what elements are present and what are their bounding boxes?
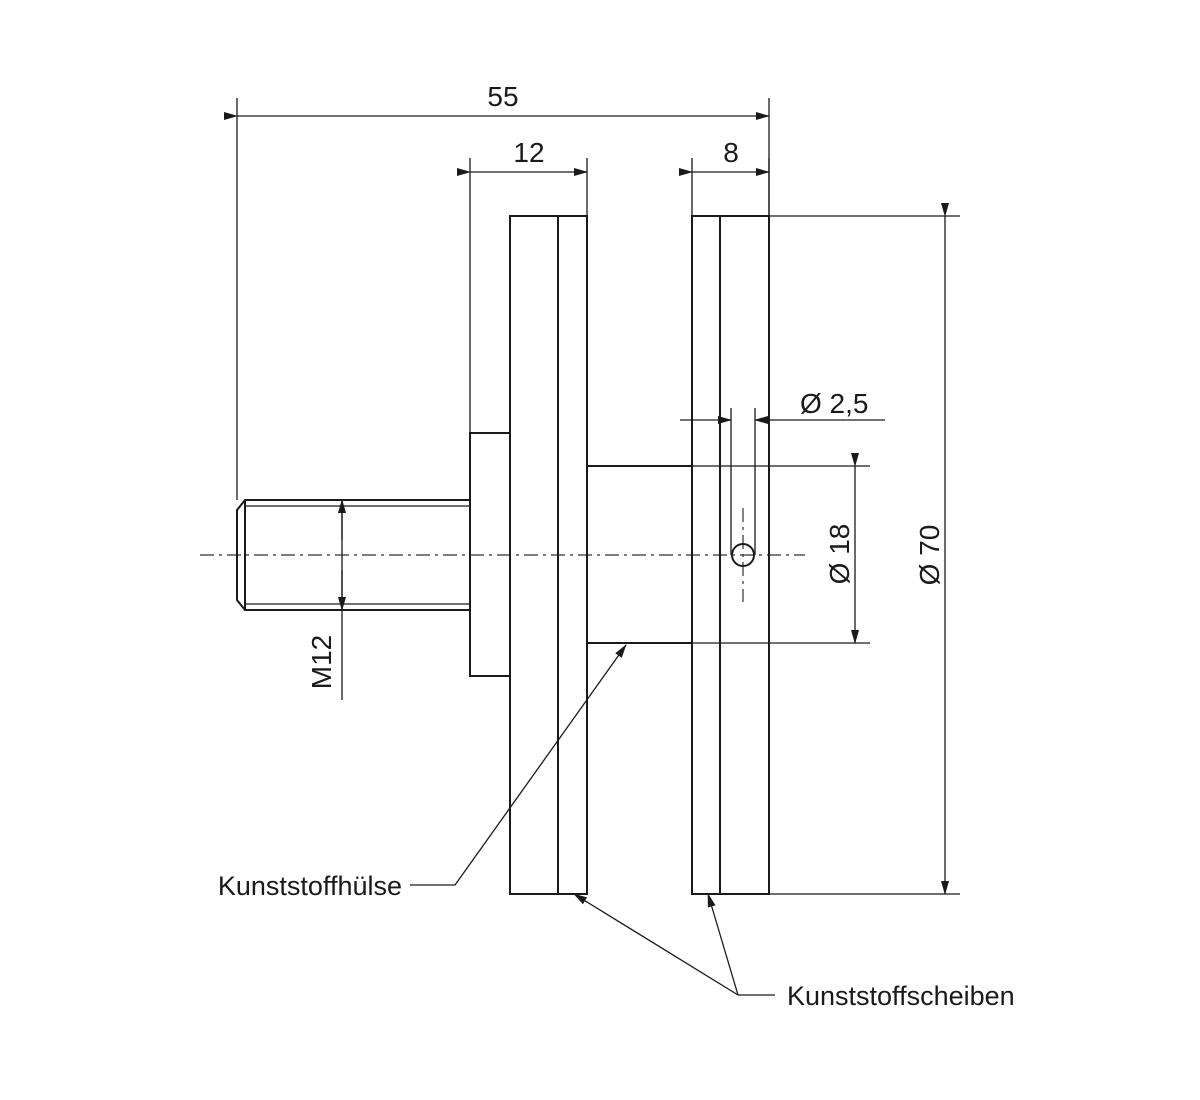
dimension-hub-diameter: Ø 18 (692, 453, 870, 644)
right-disc (691, 215, 770, 895)
callout-sleeve-label: Kunststoffhülse (218, 871, 402, 901)
left-disc (509, 215, 588, 895)
dimension-18-label: Ø 18 (824, 524, 855, 585)
dimension-hole-diameter: Ø 2,5 (680, 388, 885, 424)
dimension-thread: M12 (306, 499, 346, 700)
dimension-disc-diameter: Ø 70 (769, 203, 960, 895)
dimension-m12-label: M12 (306, 635, 337, 689)
dimension-55-label: 55 (487, 81, 518, 112)
slot-hole (730, 408, 756, 567)
callout-discs-label: Kunststoffscheiben (787, 981, 1015, 1011)
callout-sleeve: Kunststoffhülse (218, 644, 627, 901)
dimension-2-5-label: Ø 2,5 (800, 388, 868, 419)
dimension-12-label: 12 (513, 137, 544, 168)
dimension-disc-width: 8 (679, 137, 770, 216)
threaded-shaft (236, 499, 470, 611)
dimension-8-label: 8 (723, 137, 739, 168)
dimension-70-label: Ø 70 (914, 525, 945, 586)
dimension-flange-width: 12 (457, 137, 588, 433)
callout-discs: Kunststoffscheiben (573, 893, 1015, 1011)
hub (587, 465, 692, 644)
dimension-overall-length: 55 (224, 81, 770, 500)
